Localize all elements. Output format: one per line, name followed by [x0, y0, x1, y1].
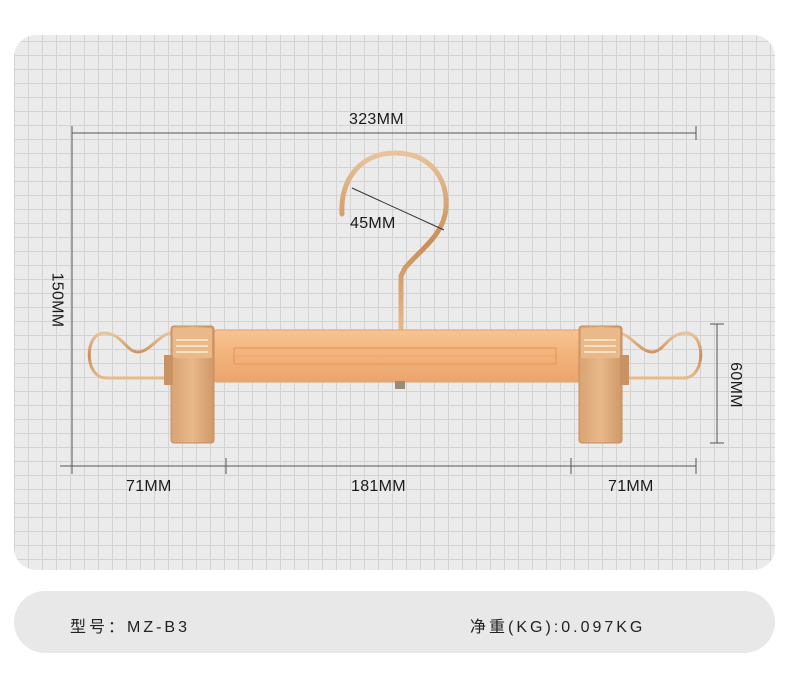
- net-weight: 净重(KG):0.097KG: [470, 619, 646, 636]
- hanger-bar: [213, 329, 586, 389]
- height-label: 150MM: [48, 272, 66, 328]
- right-wire-loop: [617, 331, 703, 380]
- info-bar: 型号：MZ-B3 净重(KG):0.097KG: [14, 591, 775, 653]
- right-clip: [578, 325, 629, 444]
- clip-height-dimension: [710, 323, 724, 444]
- hanger-hook: [339, 150, 449, 335]
- total-width-label: 323MM: [349, 111, 404, 128]
- middle-span-label: 181MM: [351, 478, 406, 495]
- bottom-dimension-line: [60, 458, 697, 474]
- left-clip: [164, 325, 215, 444]
- left-span-label: 71MM: [126, 478, 172, 495]
- hook-diameter-label: 45MM: [350, 215, 396, 232]
- left-wire-loop: [87, 331, 173, 380]
- clip-height-label: 60MM: [726, 362, 744, 408]
- right-span-label: 71MM: [608, 478, 654, 495]
- model-number: 型号：MZ-B3: [70, 619, 191, 636]
- hook-diameter-line: [351, 187, 445, 231]
- grid-background-panel: [14, 35, 775, 570]
